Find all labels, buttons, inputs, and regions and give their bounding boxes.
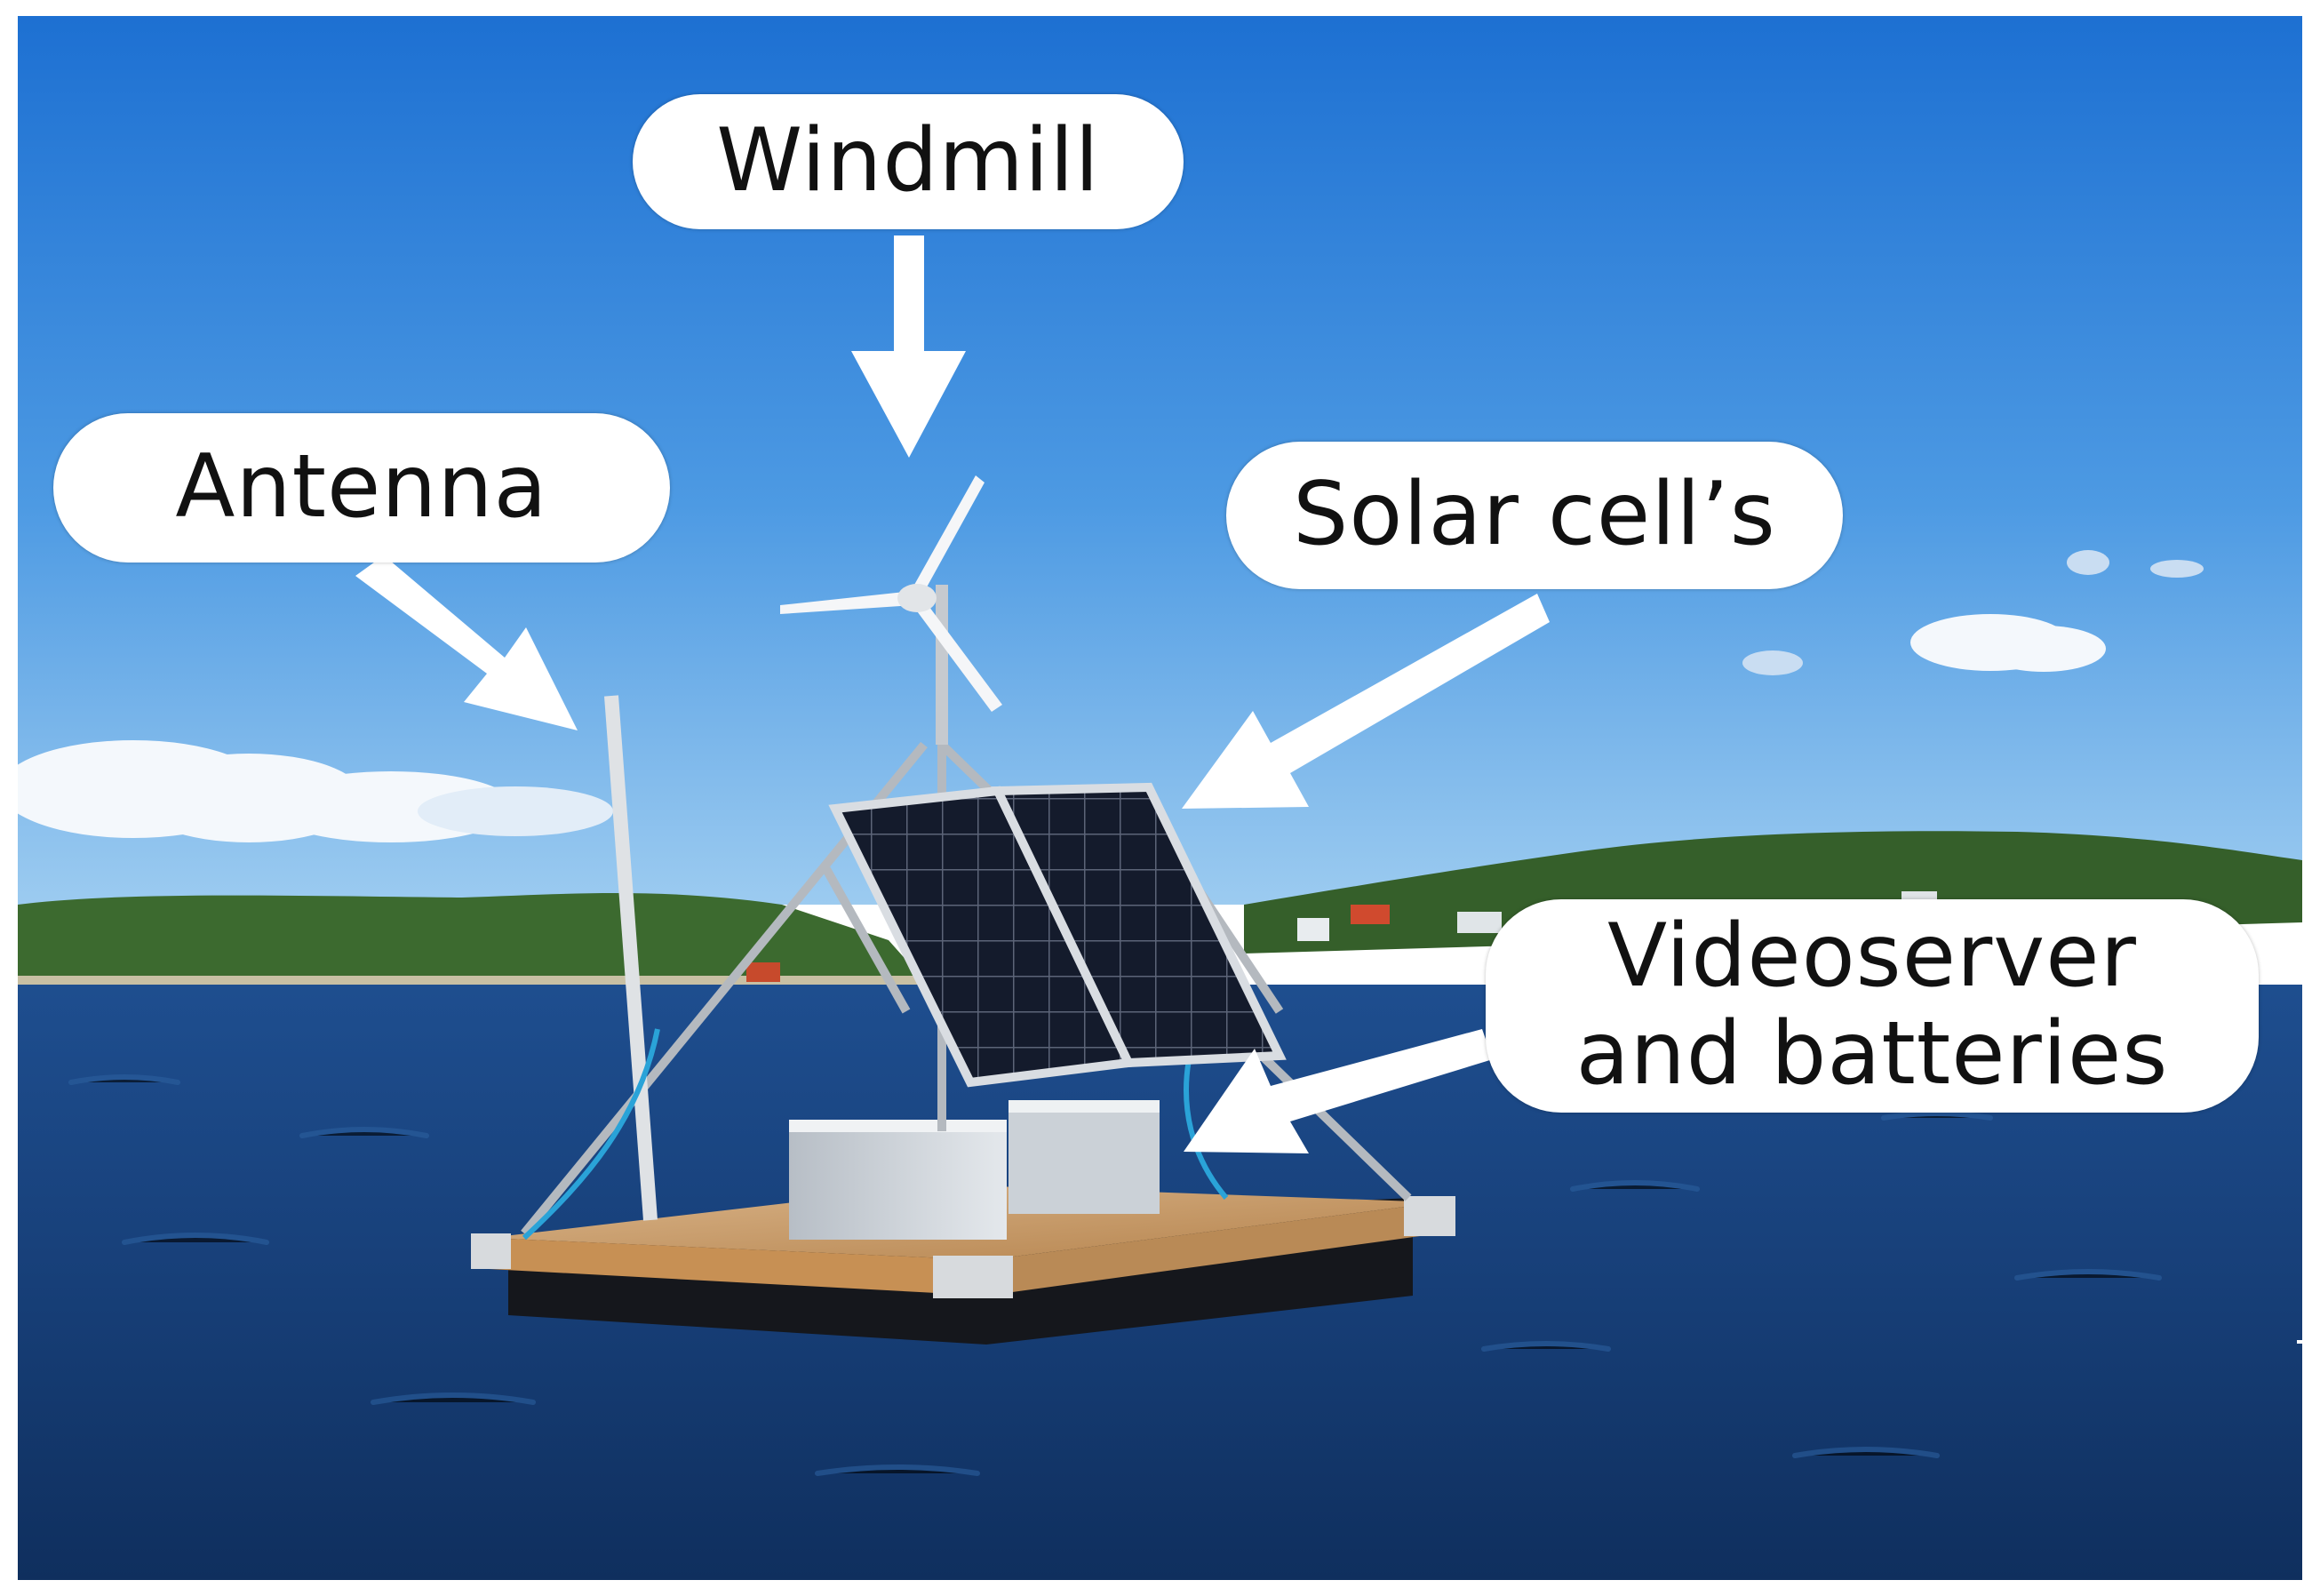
equipment-box [789, 1129, 1007, 1240]
videoserver-label: Videoserver and batteries [1486, 899, 2259, 1113]
wind-turbine [780, 475, 1002, 712]
photo-scene [18, 16, 2302, 1580]
solar-cells-label: Solar cell’s [1226, 442, 1843, 589]
edge-tick-mark [2297, 1340, 2309, 1344]
antenna-label: Antenna [53, 413, 670, 563]
antenna-label-text: Antenna [175, 436, 548, 539]
antenna-pole [604, 695, 658, 1221]
coastline-left [18, 893, 924, 989]
videoserver-label-line2: and batteries [1575, 1003, 2169, 1105]
windmill-label: Windmill [633, 94, 1184, 229]
videoserver-label-line1: Videoserver [1607, 906, 2137, 1008]
buoy-photo [18, 16, 2302, 1580]
solar-cells-label-text: Solar cell’s [1293, 464, 1776, 566]
clouds [18, 550, 2204, 842]
windmill-label-text: Windmill [716, 110, 1100, 212]
